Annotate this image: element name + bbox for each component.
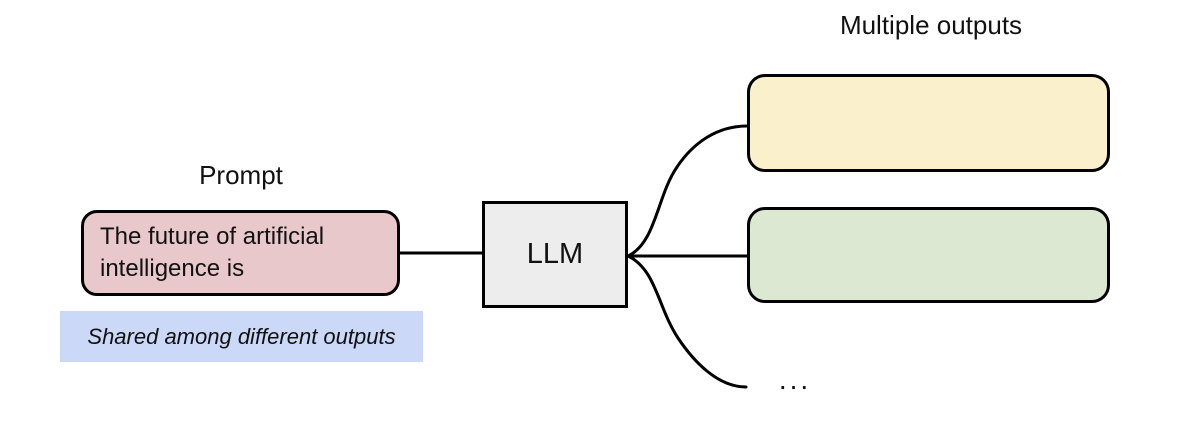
connector-llm-to-output1 bbox=[626, 124, 749, 258]
shared-note: Shared among different outputs bbox=[60, 311, 423, 362]
llm-box: LLM bbox=[482, 201, 628, 308]
prompt-text-line-2: intelligence is bbox=[100, 255, 245, 282]
connector-llm-to-ellipsis bbox=[626, 254, 748, 389]
outputs-title-label: Multiple outputs bbox=[839, 10, 1023, 40]
output-box-1 bbox=[747, 74, 1110, 172]
prompt-title-label: Prompt bbox=[199, 160, 283, 190]
output-box-2 bbox=[747, 207, 1110, 303]
prompt-box: The future of artificial intelligence is bbox=[81, 210, 400, 296]
prompt-text-line-1: The future of artificial bbox=[100, 223, 325, 250]
more-outputs-ellipsis: ... bbox=[778, 364, 812, 395]
